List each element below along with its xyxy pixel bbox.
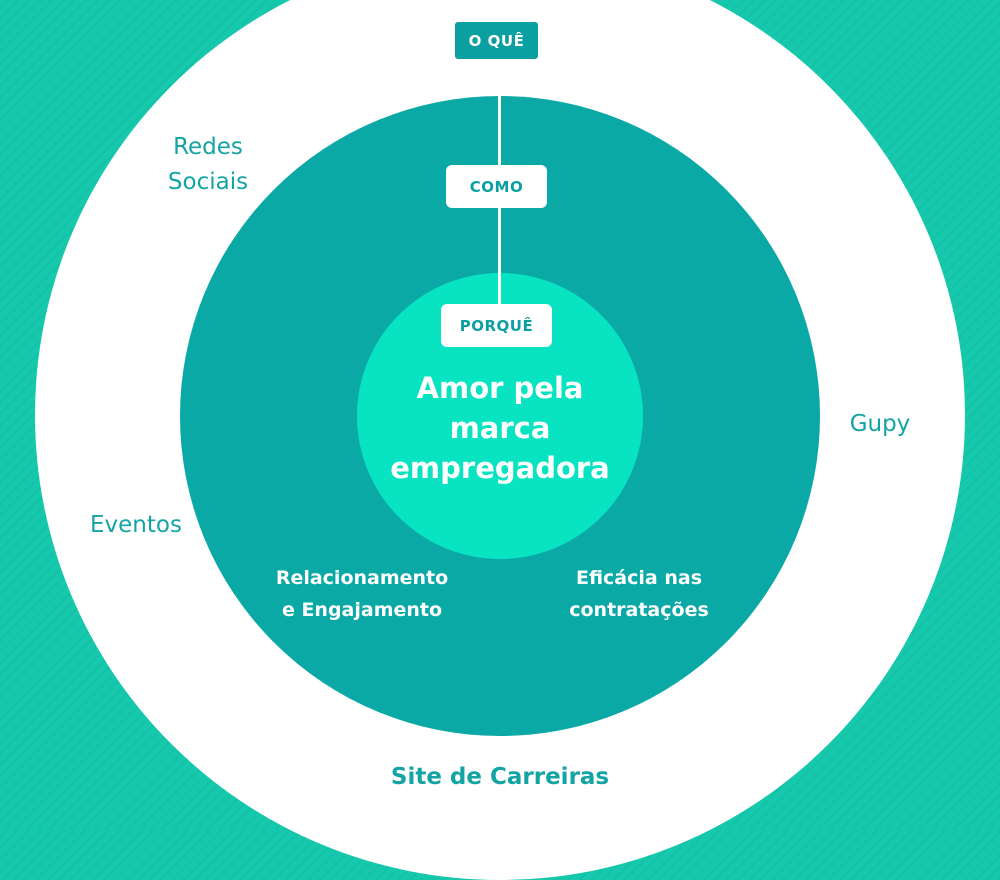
label-site-de-carreiras: Site de Carreiras <box>390 764 610 790</box>
label-relacionamento-engajamento: Relacionamento e Engajamento <box>275 567 449 621</box>
tag-como: COMO <box>446 165 547 208</box>
label-eficacia-contratacoes: Eficácia nas contratações <box>569 567 709 621</box>
label-eventos: Eventos <box>90 512 182 538</box>
label-redes-sociais: Redes Sociais <box>167 134 249 195</box>
tag-porque: PORQUÊ <box>441 304 552 347</box>
label-gupy: Gupy <box>849 411 911 437</box>
connector-line-como-porque <box>498 206 501 312</box>
core-text: Amor pela marca empregadora <box>390 371 610 485</box>
connector-line-o-que-como <box>498 60 501 168</box>
tag-o-que: O QUÊ <box>452 19 541 62</box>
